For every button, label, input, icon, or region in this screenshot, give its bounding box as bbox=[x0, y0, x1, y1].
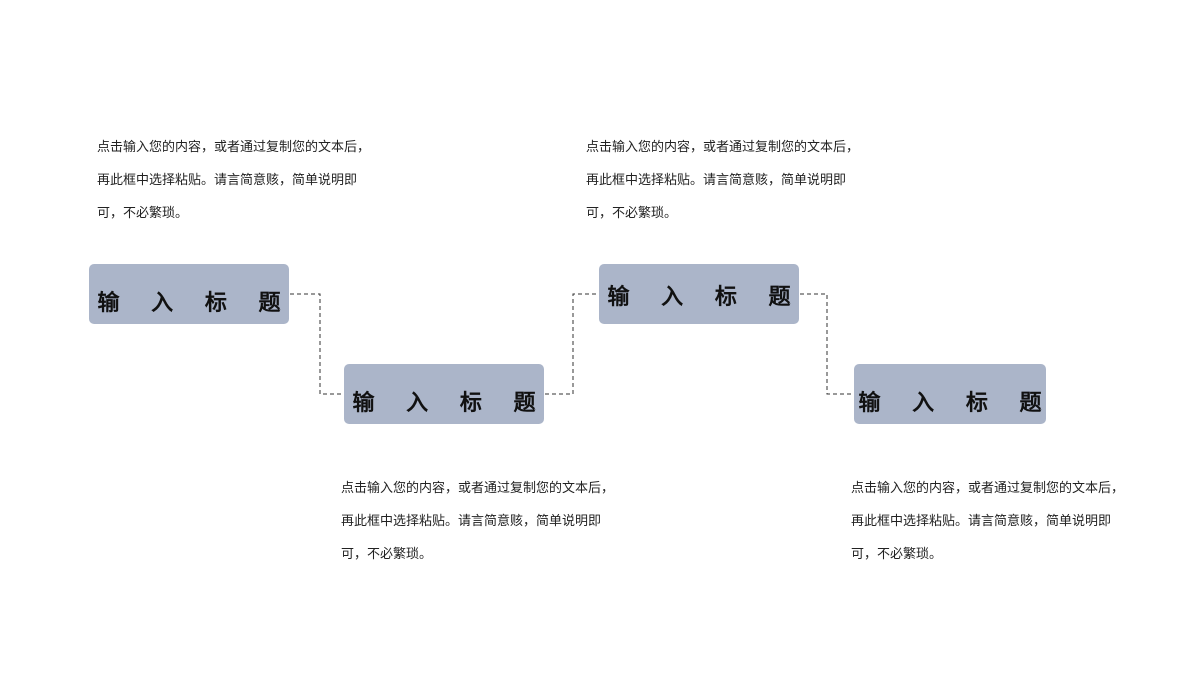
step-3-description-line-3: 可，不必繁琐。 bbox=[586, 206, 678, 221]
connector-3-4 bbox=[800, 293, 854, 395]
connector-2-3 bbox=[545, 293, 599, 395]
step-3-description: 点击输入您的内容，或者通过复制您的文本后， 再此框中选择粘贴。请言简意赅，简单说… bbox=[586, 131, 886, 230]
step-3-title: 输 入 标 题 bbox=[607, 285, 803, 310]
step-2-title-box: 输 入 标 题 bbox=[344, 364, 544, 424]
step-1-description-line-3: 可，不必繁琐。 bbox=[97, 206, 189, 221]
step-2-title: 输 入 标 题 bbox=[352, 391, 548, 416]
step-1-description-line-1: 点击输入您的内容，或者通过复制您的文本后， bbox=[97, 140, 371, 155]
step-1-description-line-2: 再此框中选择粘贴。请言简意赅，简单说明即 bbox=[97, 173, 358, 188]
step-4-description-line-2: 再此框中选择粘贴。请言简意赅，简单说明即 bbox=[851, 514, 1112, 529]
step-4-description: 点击输入您的内容，或者通过复制您的文本后， 再此框中选择粘贴。请言简意赅，简单说… bbox=[851, 472, 1151, 571]
step-2-description-line-3: 可，不必繁琐。 bbox=[341, 547, 433, 562]
step-4-description-line-3: 可，不必繁琐。 bbox=[851, 547, 943, 562]
step-3-description-line-1: 点击输入您的内容，或者通过复制您的文本后， bbox=[586, 140, 860, 155]
step-2-description-line-1: 点击输入您的内容，或者通过复制您的文本后， bbox=[341, 481, 615, 496]
step-3-title-box: 输 入 标 题 bbox=[599, 264, 799, 324]
step-4-title-box: 输 入 标 题 bbox=[854, 364, 1046, 424]
step-1-title: 输 入 标 题 bbox=[97, 291, 293, 316]
step-3-description-line-2: 再此框中选择粘贴。请言简意赅，简单说明即 bbox=[586, 173, 847, 188]
step-4-title: 输 入 标 题 bbox=[858, 391, 1054, 416]
step-2-description-line-2: 再此框中选择粘贴。请言简意赅，简单说明即 bbox=[341, 514, 602, 529]
step-2-description: 点击输入您的内容，或者通过复制您的文本后， 再此框中选择粘贴。请言简意赅，简单说… bbox=[341, 472, 641, 571]
step-1-title-box: 输 入 标 题 bbox=[89, 264, 289, 324]
step-1-description: 点击输入您的内容，或者通过复制您的文本后， 再此框中选择粘贴。请言简意赅，简单说… bbox=[97, 131, 397, 230]
step-4-description-line-1: 点击输入您的内容，或者通过复制您的文本后， bbox=[851, 481, 1125, 496]
connector-1-2 bbox=[290, 293, 344, 395]
